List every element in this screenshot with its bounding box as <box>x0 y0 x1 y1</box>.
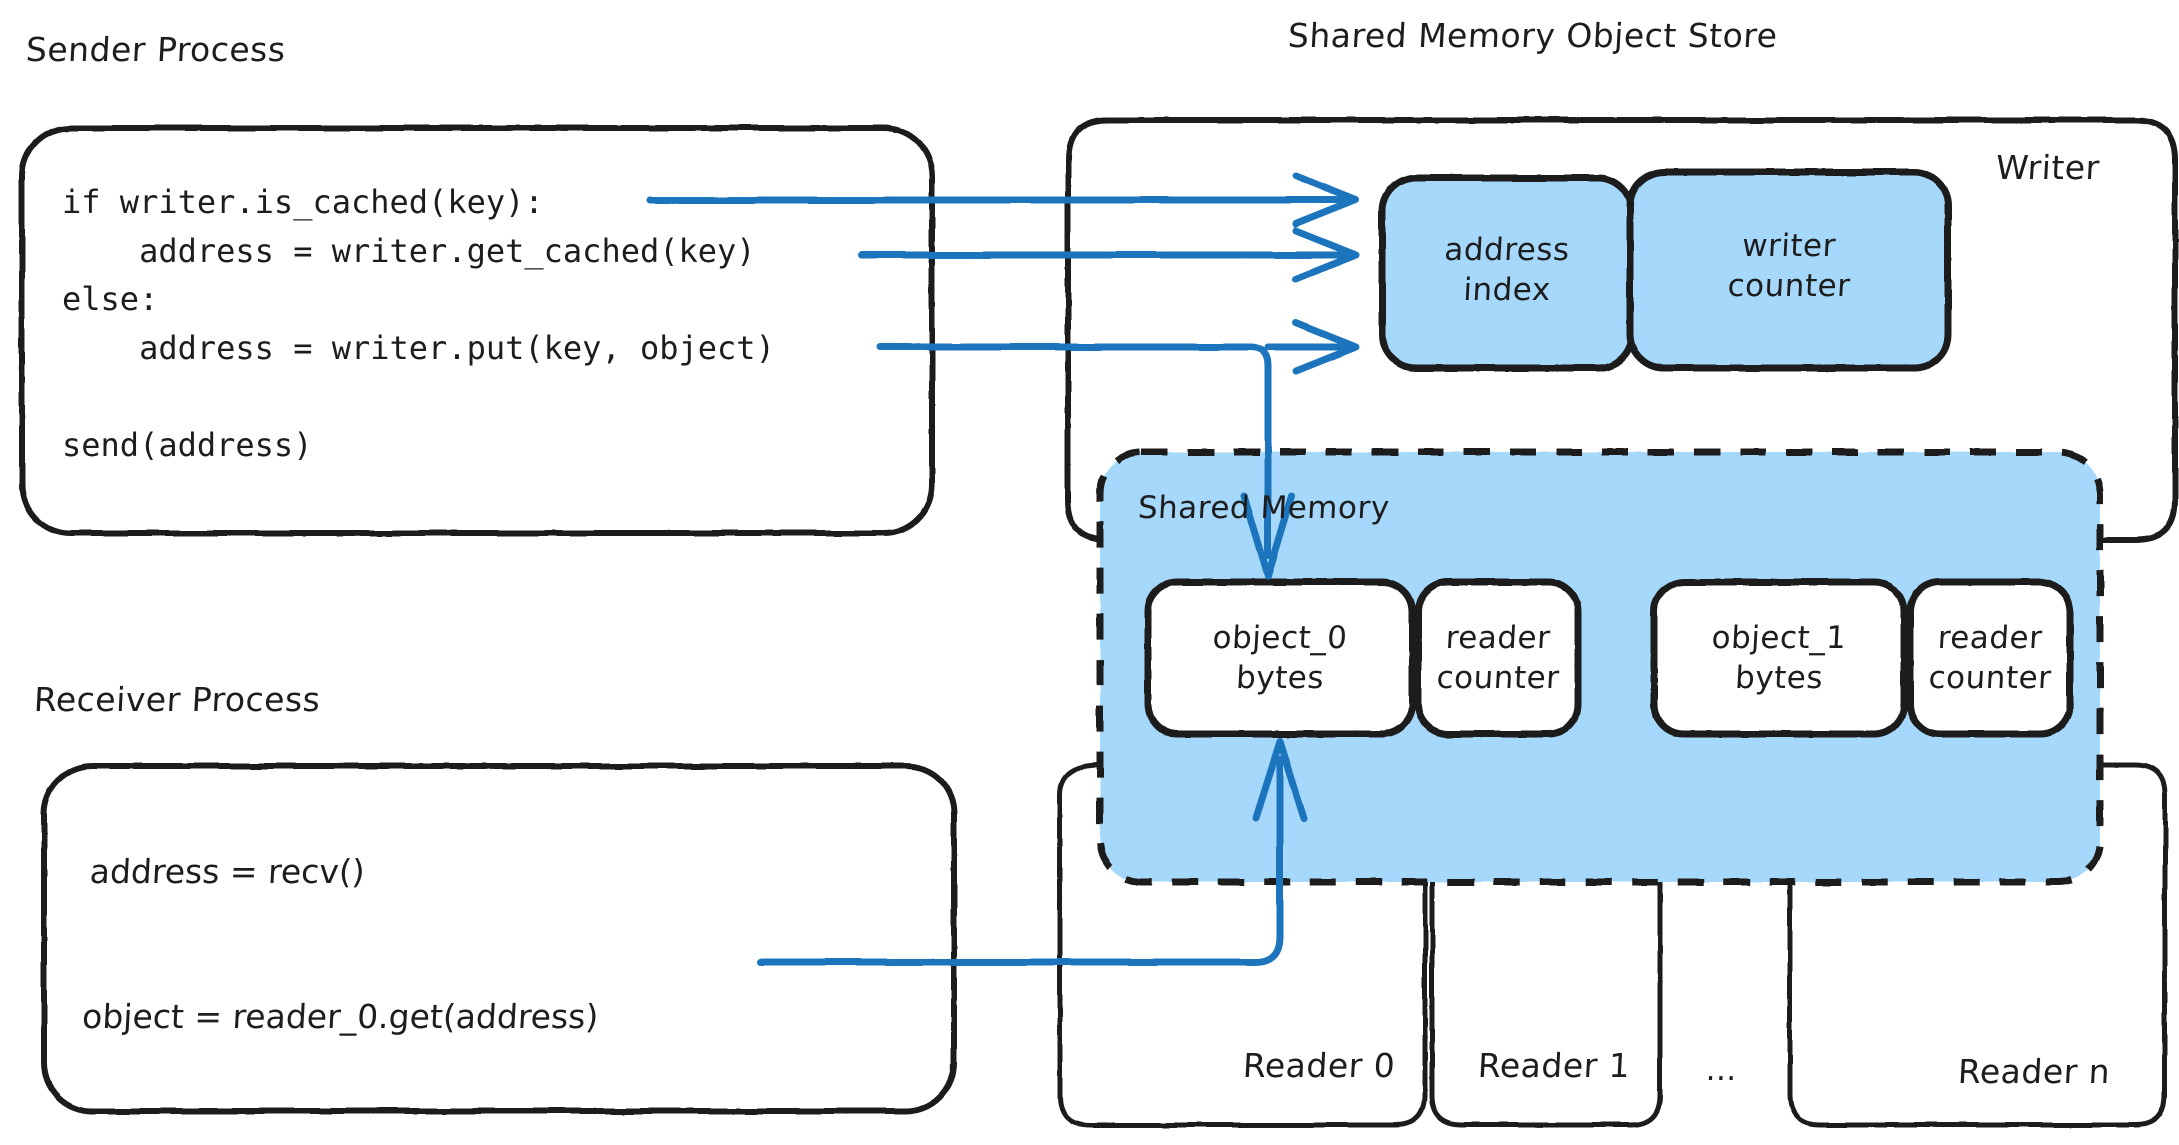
reader-n-label: Reader n <box>1956 1052 2112 1091</box>
object-0-label-line2: bytes <box>1235 660 1325 696</box>
reader-0-label: Reader 0 <box>1241 1046 1397 1085</box>
sender-process-box <box>19 125 935 536</box>
receiver-process-box <box>41 763 957 1114</box>
reader-counter-0-label-line1: reader <box>1444 620 1552 656</box>
arrow-is-cached <box>646 172 1360 228</box>
object-store-title: Shared Memory Object Store <box>1286 16 1779 55</box>
object-0-label-line1: object_0 <box>1211 620 1349 656</box>
object-0-cell <box>1144 578 1416 738</box>
arrow-reader-get <box>756 738 1308 966</box>
reader-counter-1-label-line1: reader <box>1936 620 2044 656</box>
reader-counter-1-cell <box>1906 578 2074 738</box>
reader-counter-1-label-line2: counter <box>1927 660 2053 696</box>
reader-counter-0-cell <box>1414 578 1582 738</box>
address-index-label-line1: address <box>1443 232 1571 268</box>
writer-label: Writer <box>1994 148 2101 187</box>
receiver-process-title: Receiver Process <box>32 680 322 719</box>
arrow-put <box>876 319 1360 580</box>
object-1-cell <box>1650 578 1908 738</box>
shared-memory-region <box>1096 448 2104 886</box>
object-1-label-line1: object_1 <box>1710 620 1848 656</box>
reader-ellipsis-label: ... <box>1705 1052 1739 1088</box>
writer-counter-label-line2: counter <box>1726 268 1852 304</box>
sender-process-title: Sender Process <box>24 30 287 69</box>
reader-1-label: Reader 1 <box>1476 1046 1632 1085</box>
writer-counter-label-line1: writer <box>1741 228 1837 264</box>
reader-counter-0-label-line2: counter <box>1435 660 1561 696</box>
sender-code-block: if writer.is_cached(key): address = writ… <box>62 183 775 465</box>
receiver-code-block: address = recv() object = reader_0.get(a… <box>81 852 600 1037</box>
writer-counter-cell <box>1626 168 1952 372</box>
arrow-get-cached <box>858 227 1360 283</box>
shared-memory-label: Shared Memory <box>1137 490 1391 526</box>
address-index-label-line2: index <box>1462 272 1552 308</box>
arrow-group <box>646 172 1360 966</box>
object-1-label-line2: bytes <box>1734 660 1824 696</box>
